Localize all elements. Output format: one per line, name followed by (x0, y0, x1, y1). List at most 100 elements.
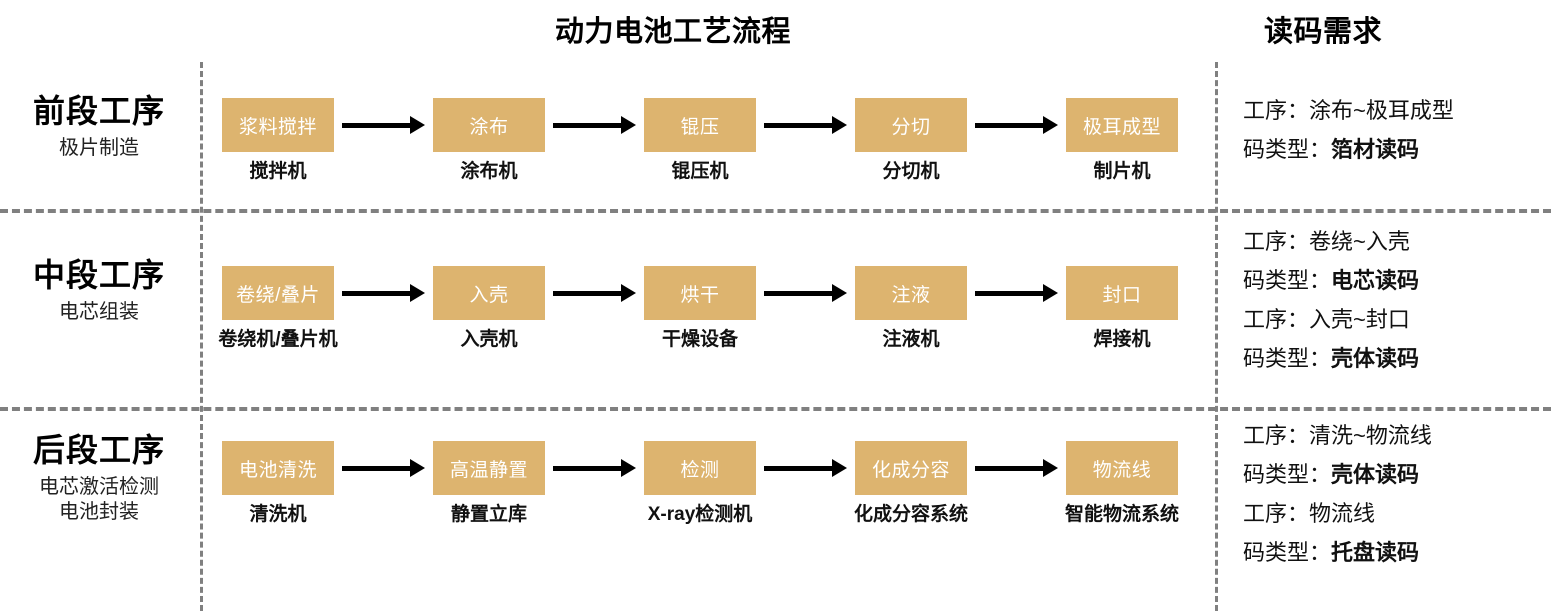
demand-line: 码类型：箔材读码 (1243, 139, 1543, 161)
arrow-head (1043, 284, 1058, 302)
process-node[interactable]: 入壳入壳机 (433, 266, 545, 350)
process-node-caption: 化成分容系统 (853, 504, 968, 525)
process-node-caption: 焊接机 (1093, 329, 1151, 350)
process-node[interactable]: 化成分容化成分容系统 (854, 441, 968, 525)
process-node-caption: 制片机 (1093, 161, 1151, 182)
demand-line-label: 码类型： (1243, 540, 1332, 565)
arrow-head (621, 459, 636, 477)
demand-line-value: 电芯读码 (1331, 268, 1420, 293)
process-node-box[interactable]: 入壳 (433, 266, 545, 320)
process-node[interactable]: 封口焊接机 (1066, 266, 1178, 350)
stage-name: 中段工序 (32, 257, 165, 293)
page-title-process: 动力电池工艺流程 (555, 16, 792, 48)
process-node[interactable]: 极耳成型制片机 (1066, 98, 1178, 182)
arrow-shaft (342, 290, 410, 296)
process-flow-front: 浆料搅拌搅拌机 涂布涂布机 锟压锟压机 分切分切机 极耳成型制片机 (222, 98, 1180, 182)
process-node-caption: 涂布机 (460, 161, 518, 182)
process-node[interactable]: 分切分切机 (855, 98, 967, 182)
process-node-box[interactable]: 分切 (855, 98, 967, 152)
process-node[interactable]: 电池清洗清洗机 (222, 441, 334, 525)
process-node-label: 电池清洗 (238, 459, 317, 481)
horizontal-divider-1 (0, 209, 1551, 213)
process-node[interactable]: 锟压锟压机 (644, 98, 756, 182)
stage-subtitle: 极片制造 (59, 136, 139, 159)
process-node-box[interactable]: 封口 (1066, 266, 1178, 320)
demand-line-value: 涂布~极耳成型 (1309, 98, 1454, 123)
process-node[interactable]: 烘干干燥设备 (644, 266, 756, 350)
demand-line-label: 工序： (1243, 98, 1310, 123)
process-node-label: 检测 (680, 459, 720, 481)
process-node-caption: 搅拌机 (249, 161, 307, 182)
process-node-caption: X-ray检测机 (647, 504, 753, 525)
vertical-divider-right (1215, 62, 1218, 611)
arrow-head (410, 459, 425, 477)
process-node[interactable]: 浆料搅拌搅拌机 (222, 98, 334, 182)
arrow-shaft (764, 465, 832, 471)
process-node-caption: 分切机 (882, 161, 940, 182)
demand-line-value: 壳体读码 (1331, 462, 1420, 487)
process-node-box[interactable]: 检测 (644, 441, 756, 495)
arrow-head (1043, 116, 1058, 134)
process-node-box[interactable]: 锟压 (644, 98, 756, 152)
process-node-box[interactable]: 注液 (855, 266, 967, 320)
process-node-box[interactable]: 烘干 (644, 266, 756, 320)
arrow-head (410, 116, 425, 134)
process-node-box[interactable]: 涂布 (433, 98, 545, 152)
process-node[interactable]: 注液注液机 (855, 266, 967, 350)
process-node-caption: 清洗机 (249, 504, 307, 525)
process-node-caption: 卷绕机/叠片机 (218, 329, 338, 350)
horizontal-divider-2 (0, 407, 1551, 411)
arrow-head (832, 116, 847, 134)
demand-line: 工序：入壳~封口 (1243, 309, 1543, 331)
demand-line-label: 码类型： (1243, 268, 1332, 293)
process-node[interactable]: 涂布涂布机 (433, 98, 545, 182)
process-node-label: 入壳 (469, 284, 509, 306)
process-node-label: 注液 (891, 284, 931, 306)
process-node-label: 烘干 (680, 284, 720, 306)
process-node-box[interactable]: 化成分容 (855, 441, 967, 495)
arrow-head (832, 459, 847, 477)
arrow-shaft (553, 465, 621, 471)
process-node-label: 浆料搅拌 (238, 116, 317, 138)
process-node-box[interactable]: 卷绕/叠片 (222, 266, 334, 320)
arrow-shaft (764, 290, 832, 296)
demand-line: 工序：清洗~物流线 (1243, 425, 1543, 447)
demand-line: 码类型：壳体读码 (1243, 464, 1543, 486)
demand-line-label: 工序： (1243, 307, 1310, 332)
stage-name: 前段工序 (32, 93, 165, 129)
demand-line-label: 工序： (1243, 229, 1310, 254)
stage-row-mid: 中段工序电芯组装卷绕/叠片卷绕机/叠片机 入壳入壳机 烘干干燥设备 注液注液机 封口焊接… (0, 213, 1551, 407)
arrow-head (410, 284, 425, 302)
process-node[interactable]: 物流线智能物流系统 (1065, 441, 1179, 525)
page-title-demand: 读码需求 (1264, 16, 1383, 48)
demand-line-value: 托盘读码 (1331, 540, 1420, 565)
process-flow-mid: 卷绕/叠片卷绕机/叠片机 入壳入壳机 烘干干燥设备 注液注液机 封口焊接机 (218, 266, 1180, 350)
arrow-shaft (975, 465, 1043, 471)
stage-subtitle: 电芯激活检测电池封装 (39, 475, 159, 524)
process-node-caption: 注液机 (882, 329, 940, 350)
demand-line-label: 码类型： (1243, 137, 1332, 162)
process-node-label: 锟压 (680, 116, 720, 138)
process-node[interactable]: 卷绕/叠片卷绕机/叠片机 (218, 266, 338, 350)
demand-line-value: 入壳~封口 (1309, 307, 1410, 332)
process-node[interactable]: 高温静置静置立库 (433, 441, 545, 525)
process-node-label: 高温静置 (449, 459, 528, 481)
stage-label-mid: 中段工序电芯组装 (0, 257, 198, 325)
demand-block-mid: 工序：卷绕~入壳码类型：电芯读码工序：入壳~封口码类型：壳体读码 (1243, 231, 1543, 387)
arrow-head (832, 284, 847, 302)
process-node-box[interactable]: 物流线 (1066, 441, 1178, 495)
process-node[interactable]: 检测 X-ray检测机 (644, 441, 756, 525)
stage-name: 后段工序 (32, 432, 165, 468)
process-node-caption: 静置立库 (450, 504, 527, 525)
process-node-box[interactable]: 浆料搅拌 (222, 98, 334, 152)
process-node-caption: 锟压机 (671, 161, 729, 182)
arrow-shaft (975, 290, 1043, 296)
process-node-box[interactable]: 电池清洗 (222, 441, 334, 495)
process-node-box[interactable]: 高温静置 (433, 441, 545, 495)
process-flow-back: 电池清洗清洗机 高温静置静置立库 检测 X-ray检测机 化成分容化成分容系统 物流线智能… (222, 441, 1180, 525)
demand-line: 工序：物流线 (1243, 503, 1543, 525)
process-node-caption: 干燥设备 (661, 329, 738, 350)
process-node-box[interactable]: 极耳成型 (1066, 98, 1178, 152)
process-node-label: 涂布 (469, 116, 509, 138)
